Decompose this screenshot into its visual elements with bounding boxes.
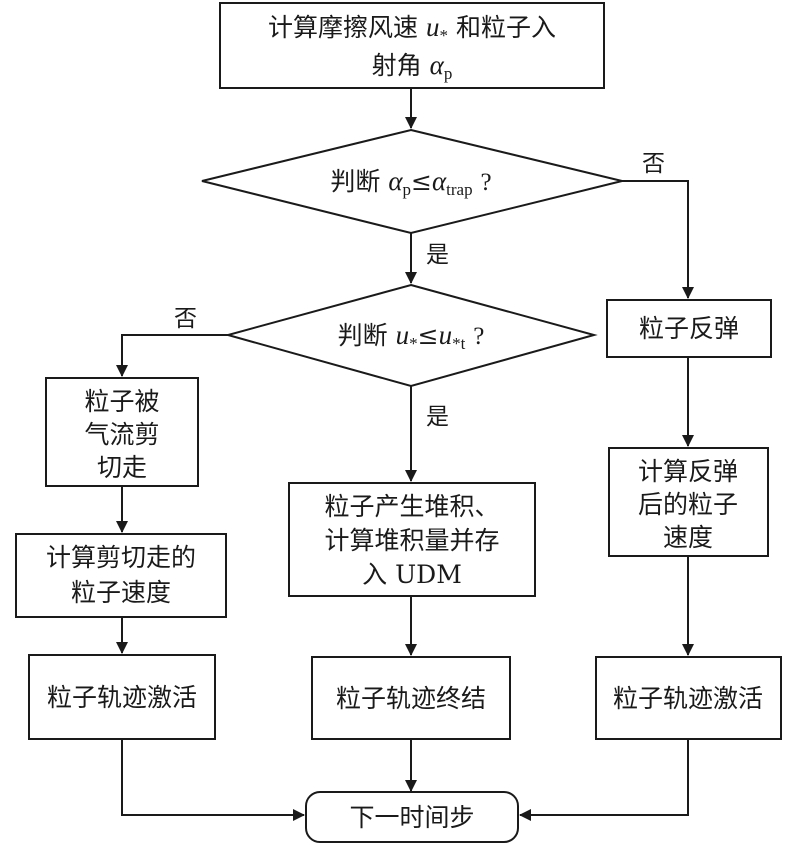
activate-left-text: 粒子轨迹激活 (47, 683, 197, 712)
label-decision1-no: 否 (642, 151, 665, 177)
edges (116, 88, 694, 821)
decision1-text: 判断 αp≤αtrap ? (330, 166, 491, 199)
edge-decision1-no (622, 180, 694, 299)
deposit-line1: 粒子产生堆积、 (324, 492, 499, 521)
rebound-text: 粒子反弹 (639, 314, 739, 343)
calc-sheared-line2: 粒子速度 (71, 578, 171, 607)
start-line2: 射角 αp (372, 50, 453, 83)
deposit-line2: 计算堆积量并存 (324, 526, 499, 555)
start-line1: 计算摩擦风速 u* 和粒子入 (268, 12, 556, 45)
calc-rebound-line1: 计算反弹 (638, 457, 738, 486)
edge-decision2-no (116, 334, 228, 377)
decision1-diamond: 判断 αp≤αtrap ? (201, 128, 623, 235)
decision2-diamond: 判断 u*≤u*t ? (224, 283, 598, 388)
rebound-box: 粒子反弹 (606, 299, 772, 358)
start-box: 计算摩擦风速 u* 和粒子入 射角 αp (219, 2, 605, 89)
activate-left-box: 粒子轨迹激活 (28, 654, 216, 740)
label-decision2-no: 否 (174, 306, 197, 332)
calc-sheared-box: 计算剪切走的 粒子速度 (15, 533, 227, 618)
next-step-text: 下一时间步 (349, 803, 474, 832)
calc-rebound-box: 计算反弹 后的粒子 速度 (608, 447, 769, 557)
calc-rebound-line3: 速度 (663, 523, 713, 552)
label-decision1-yes: 是 (426, 242, 449, 268)
edge-activate-right-to-next (519, 739, 689, 821)
sheared-line2: 气流剪 (84, 420, 159, 449)
activate-right-text: 粒子轨迹激活 (613, 684, 763, 713)
sheared-line1: 粒子被 (84, 387, 159, 416)
terminate-box: 粒子轨迹终结 (311, 656, 511, 740)
terminate-text: 粒子轨迹终结 (336, 684, 486, 713)
calc-sheared-line1: 计算剪切走的 (46, 543, 196, 572)
label-decision2-yes: 是 (426, 404, 449, 430)
next-step-box: 下一时间步 (305, 791, 519, 843)
sheared-line3: 切走 (97, 453, 147, 482)
deposit-line3: 入 UDM (362, 560, 462, 589)
calc-rebound-line2: 后的粒子 (638, 490, 738, 519)
decision2-text: 判断 u*≤u*t ? (338, 320, 485, 353)
sheared-box: 粒子被 气流剪 切走 (45, 377, 199, 487)
deposit-box: 粒子产生堆积、 计算堆积量并存 入 UDM (288, 482, 536, 597)
edge-activate-left-to-next (121, 739, 305, 821)
activate-right-box: 粒子轨迹激活 (595, 656, 782, 740)
